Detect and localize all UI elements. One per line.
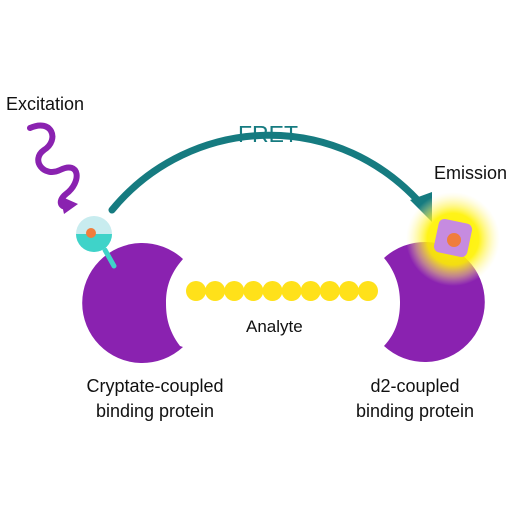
d2-acceptor-icon (433, 218, 473, 258)
analyte-bead (300, 281, 321, 301)
right-protein-caption-line2: binding protein (356, 401, 474, 421)
analyte-bead (186, 281, 206, 301)
analyte-bead (205, 281, 226, 301)
excitation-wave-arrow (27, 122, 80, 210)
analyte-bead (262, 281, 283, 301)
analyte-bead (281, 281, 302, 301)
analyte-bead (358, 281, 378, 301)
cryptate-donor-icon (76, 216, 112, 252)
analyte-label: Analyte (246, 317, 303, 336)
analyte-bead (224, 281, 245, 301)
fret-label: FRET (238, 121, 298, 147)
donor-linker (102, 247, 117, 269)
analyte-bead (243, 281, 264, 301)
fret-arrow (108, 131, 432, 216)
left-protein-caption-line1: Cryptate-coupled (86, 376, 223, 396)
analyte-bead (338, 281, 359, 301)
excitation-arrowhead (60, 196, 78, 214)
left-binding-protein (82, 243, 183, 364)
right-protein-caption-line1: d2-coupled (370, 376, 459, 396)
analyte-bead (319, 281, 340, 301)
emission-label: Emission (434, 163, 507, 183)
analyte-chain (186, 281, 378, 301)
excitation-label: Excitation (6, 94, 84, 114)
left-protein-caption-line2: binding protein (96, 401, 214, 421)
